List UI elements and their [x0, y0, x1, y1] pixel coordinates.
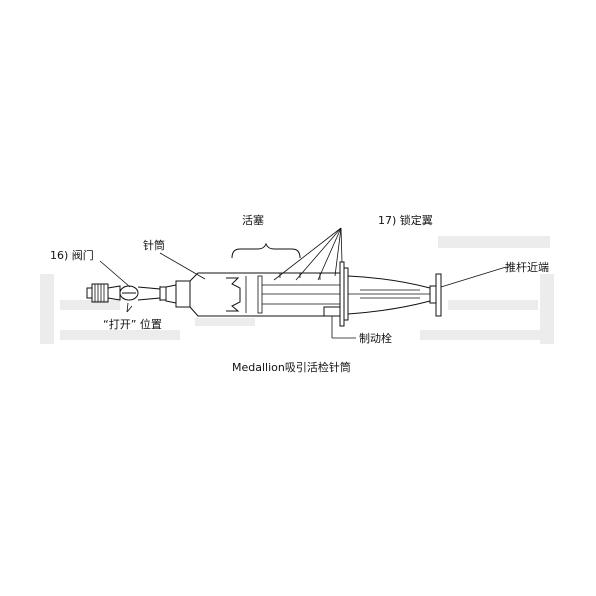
valve-leader: [99, 260, 131, 288]
proximal-leader: [440, 266, 507, 288]
plunger-brace: [231, 242, 301, 259]
figure-caption: Medallion吸引活检针筒: [232, 360, 351, 374]
background-ghost-text: [40, 236, 554, 344]
plunger-proximal-label: 推杆近端: [505, 260, 549, 274]
locking-wing-leaders: [273, 227, 343, 281]
locking-wings-label: 17) 锁定翼: [378, 213, 433, 227]
open-position-leader: [126, 302, 129, 313]
valve-assembly: [86, 283, 167, 303]
valve-label: 16) 阀门: [50, 248, 94, 262]
barrel-leader: [159, 252, 206, 280]
open-position-leader-2: [126, 305, 133, 313]
plunger-label: 活塞: [242, 213, 264, 227]
stopper-label: 制动栓: [359, 331, 392, 345]
syringe-barrel: [165, 272, 341, 317]
barrel-label: 针筒: [143, 238, 165, 252]
plunger-rod: [347, 273, 442, 317]
locking-wings: [339, 261, 349, 327]
stopper: [323, 306, 356, 339]
open-position-label: “打开” 位置: [103, 317, 162, 331]
